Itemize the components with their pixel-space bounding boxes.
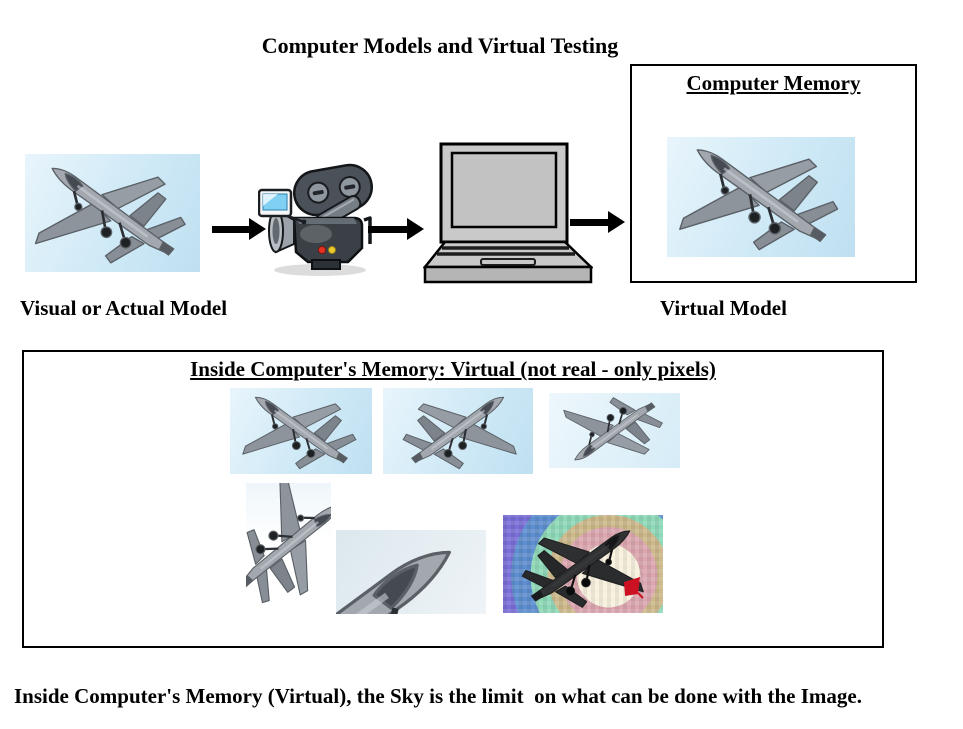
red-flag-icon bbox=[624, 577, 644, 599]
visual-model-image bbox=[25, 154, 200, 272]
jet-image-original bbox=[230, 388, 372, 474]
fighter-jet-icon bbox=[241, 396, 357, 470]
fighter-jet-icon bbox=[521, 529, 645, 609]
laptop-icon bbox=[423, 142, 593, 284]
fighter-jet-icon bbox=[246, 483, 331, 608]
right-arrow-icon bbox=[212, 218, 266, 240]
right-arrow-icon bbox=[570, 211, 625, 233]
right-arrow-icon bbox=[368, 218, 424, 240]
fighter-jet-icon bbox=[678, 148, 839, 252]
virtual-model-label: Virtual Model bbox=[660, 296, 787, 320]
visual-model-label: Visual or Actual Model bbox=[20, 296, 228, 320]
computer-memory-title: Computer Memory bbox=[686, 71, 861, 95]
jet-image-mirrored bbox=[383, 388, 533, 474]
fighter-jet-icon bbox=[336, 530, 486, 614]
virtual-model-image bbox=[667, 137, 855, 257]
fighter-jet-icon bbox=[402, 396, 518, 470]
fighter-jet-icon bbox=[34, 167, 187, 265]
video-camera-icon bbox=[258, 163, 373, 276]
jet-image-rotated bbox=[246, 483, 331, 608]
inside-memory-title: Inside Computer's Memory: Virtual (not r… bbox=[190, 357, 716, 381]
page-title: Computer Models and Virtual Testing bbox=[261, 33, 619, 58]
jet-image-flipped bbox=[549, 393, 680, 468]
bottom-caption: Inside Computer's Memory (Virtual), the … bbox=[14, 684, 862, 708]
fighter-jet-icon bbox=[562, 396, 664, 461]
jet-image-pixelated bbox=[503, 515, 663, 613]
jet-image-close-up bbox=[336, 530, 486, 614]
